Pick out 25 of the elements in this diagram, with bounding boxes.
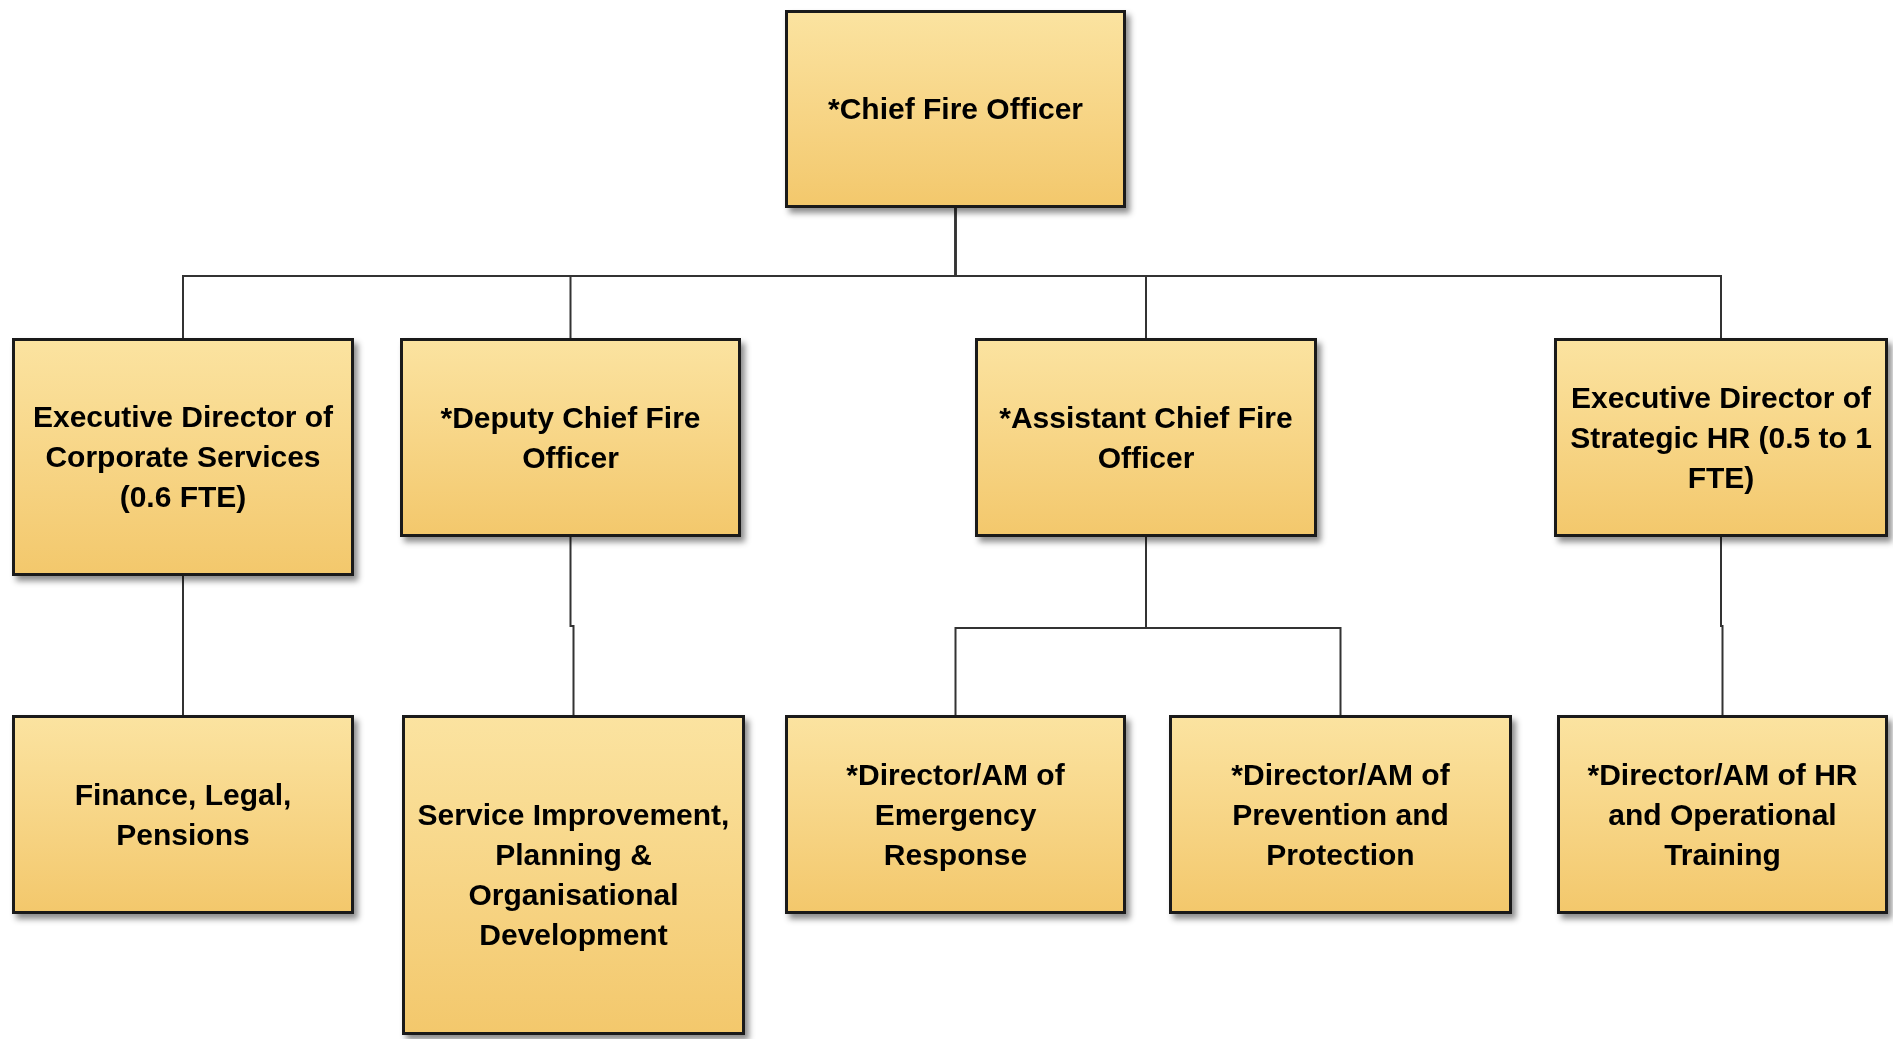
role-title: Service Improvement, Planning & Organisational Development: [417, 797, 730, 953]
role-box: [400, 338, 741, 537]
role-title: *Assistant Chief Fire Officer: [998, 399, 1294, 476]
role-title: *Director/AM of HR and Operational Training: [1586, 756, 1859, 873]
role-title: Executive Director of Strategic HR (0.5 to 1 FTE): [1569, 379, 1873, 496]
connector-line: [954, 207, 1722, 339]
role-title: *Deputy Chief Fire Officer: [439, 399, 702, 476]
role-box: [975, 338, 1317, 537]
role-title: Executive Director of Corporate Services (0.6 FTE): [31, 399, 335, 515]
connector-line: [1720, 536, 1724, 716]
role-title: Finance, Legal, Pensions: [73, 776, 293, 853]
role-title: *Director/AM of Prevention and Protection: [1230, 756, 1451, 873]
role-box: [785, 715, 1126, 914]
role-box: [402, 715, 745, 1035]
role-box: [1557, 715, 1888, 914]
connector-line: [569, 536, 575, 716]
role-box: [785, 10, 1126, 208]
connector-line: [1145, 536, 1342, 716]
role-title: *Chief Fire Officer: [827, 91, 1084, 127]
role-box: [12, 338, 354, 576]
connector-line: [182, 575, 184, 716]
role-title: *Director/AM of Emergency Response: [845, 756, 1066, 873]
role-box: [1554, 338, 1888, 537]
role-box: [12, 715, 354, 914]
role-box: [1169, 715, 1512, 914]
